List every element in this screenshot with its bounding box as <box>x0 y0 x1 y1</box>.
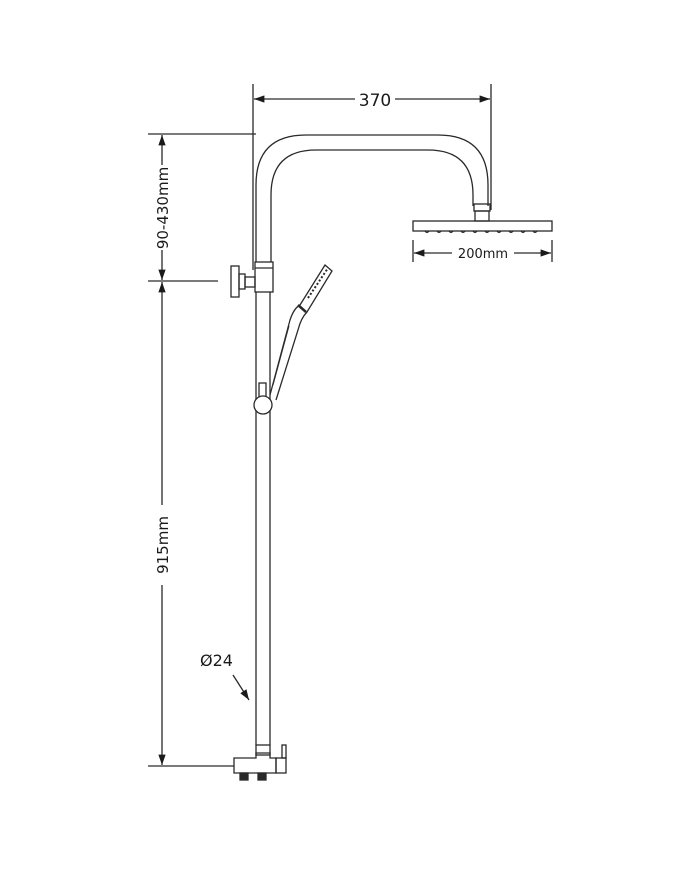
diverter-collar <box>254 261 274 293</box>
diameter-leader <box>232 674 250 701</box>
diverter-knob <box>230 265 256 298</box>
label-head-width: 200mm <box>458 247 508 262</box>
slider-bracket <box>253 382 273 415</box>
shower-arm <box>255 134 489 262</box>
dimension-head-width <box>412 240 553 262</box>
rain-shower-head <box>412 220 553 234</box>
dimension-arm-reach <box>252 84 492 270</box>
hand-shower <box>269 264 333 401</box>
mixer-valve <box>233 744 287 781</box>
label-pipe-diameter: Ø24 <box>200 651 233 670</box>
riser-pipe <box>255 292 271 745</box>
label-riser-height: 915mm <box>154 516 172 574</box>
label-arm-reach: 370 <box>359 91 391 111</box>
dimension-riser-height <box>148 282 234 767</box>
dimension-height-adjust <box>148 133 256 282</box>
label-height-adjust: 90-430mm <box>154 167 172 249</box>
head-connector <box>473 203 491 222</box>
